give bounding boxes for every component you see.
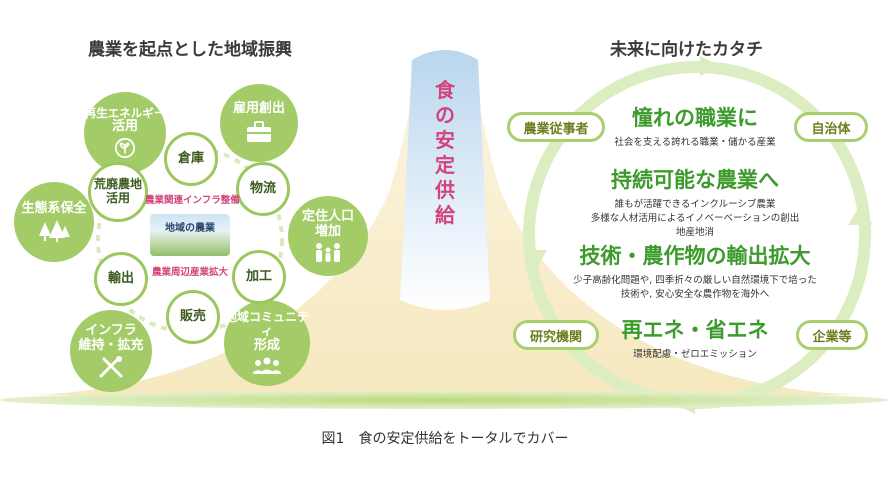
farmland-node: 荒廃農地 活用	[88, 162, 148, 222]
processing-node: 加工	[232, 250, 286, 304]
infrastructure-node: インフラ 維持・拡充	[70, 310, 152, 392]
community-node: 地域コミュニティ 形成	[224, 300, 310, 386]
municipality-pill: 自治体	[794, 112, 868, 142]
supply-char-6: 給	[435, 203, 455, 227]
sprout-icon	[114, 137, 136, 159]
sales-node: 販売	[166, 290, 220, 344]
logistics-node: 物流	[236, 162, 290, 216]
sustainable-block: 持続可能な農業へ 誰もが活躍できるインクルーシブ農業 多様な人材活用によるイノベ…	[575, 164, 815, 238]
export-expansion-title: 技術・農作物の輸出拡大	[579, 244, 811, 268]
tools-icon	[99, 356, 123, 378]
farmland-label-1: 荒廃農地	[93, 177, 142, 192]
companies-pill: 企業等	[796, 320, 868, 350]
supply-char-2: の	[435, 103, 455, 127]
supply-char-3: 安	[435, 128, 455, 152]
trees-icon	[39, 220, 70, 243]
aspiration-line-1: 社会を支える誇れる職業・儲かる産業	[614, 137, 776, 148]
briefcase-icon	[247, 121, 271, 143]
processing-label: 加工	[245, 268, 272, 284]
renewable-label-2: 活用	[111, 119, 138, 135]
ecosystem-node: 生態系保全	[14, 182, 94, 262]
settlement-label-1: 定住人口	[301, 208, 354, 224]
ecosystem-label: 生態系保全	[21, 200, 87, 216]
renewable-saving-line-1: 環境配慮・ゼロエミッション	[633, 349, 757, 360]
local-agriculture-label: 地域の農業	[165, 223, 215, 234]
warehouse-label: 倉庫	[177, 150, 204, 166]
aspiration-title: 憧れの職業に	[632, 106, 758, 130]
sustainable-line-1: 誰もが活躍できるインクルーシブ農業	[614, 199, 776, 210]
farmland-label-2: 活用	[105, 191, 130, 205]
export-expansion-line-1: 少子高齢化問題や, 四季折々の厳しい自然環境下で培った	[573, 275, 817, 286]
export-node: 輸出	[94, 252, 148, 306]
renewable-energy-node: 再生エネルギー 活用	[84, 92, 166, 174]
left-heading: 農業を起点とした地域振興	[88, 40, 292, 60]
settlement-label-2: 増加	[314, 223, 341, 239]
right-heading: 未来に向けたカタチ	[610, 40, 763, 60]
infrastructure-label-2: 維持・拡充	[78, 337, 144, 353]
supply-char-1: 食	[435, 78, 455, 102]
community-label-2: 形成	[253, 337, 280, 353]
local-agriculture-image: 地域の農業	[150, 214, 230, 256]
warehouse-node: 倉庫	[164, 132, 218, 186]
employment-label: 雇用創出	[232, 100, 285, 116]
export-expansion-block: 技術・農作物の輸出拡大 少子高齢化問題や, 四季折々の厳しい自然環境下で培った …	[555, 240, 835, 300]
export-label: 輸出	[107, 270, 134, 286]
farmers-pill: 農業従事者	[507, 112, 605, 142]
aspiration-block: 憧れの職業に 社会を支える誇れる職業・儲かる産業	[590, 102, 800, 148]
sustainable-title: 持続可能な農業へ	[611, 168, 779, 192]
infra-development-label: 農業関連インフラ整備	[145, 195, 240, 206]
supply-char-5: 供	[435, 178, 455, 202]
infrastructure-label-1: インフラ	[85, 322, 137, 338]
renewable-saving-block: 再エネ・省エネ 環境配慮・ゼロエミッション	[590, 314, 800, 360]
settlement-node: 定住人口 増加	[288, 196, 368, 276]
logistics-label: 物流	[249, 180, 276, 196]
employment-node: 雇用創出	[220, 84, 298, 162]
sustainable-line-2: 多様な人材活用によるイノベーベーションの創出	[590, 213, 800, 224]
figure-caption: 図1 食の安定供給をトータルでカバー	[321, 431, 569, 447]
renewable-label-1: 再生エネルギー	[84, 105, 166, 120]
community-label-1: 地域コミュニティ	[224, 310, 309, 339]
renewable-saving-title: 再エネ・省エネ	[621, 318, 769, 342]
export-expansion-line-2: 技術や, 安心安全な農作物を海外へ	[620, 289, 770, 300]
family-icon	[316, 243, 340, 263]
people-icon	[253, 357, 281, 374]
ground-ellipse	[0, 391, 890, 409]
peripheral-industry-label: 農業周辺産業拡大	[152, 267, 229, 278]
stable-food-supply-column: 食 の 安 定 供 給	[428, 78, 462, 228]
beam-shape	[400, 50, 490, 310]
sales-label: 販売	[179, 308, 206, 324]
sustainable-line-3: 地産地消	[675, 227, 714, 238]
research-pill: 研究機関	[513, 320, 599, 350]
supply-char-4: 定	[435, 153, 455, 177]
